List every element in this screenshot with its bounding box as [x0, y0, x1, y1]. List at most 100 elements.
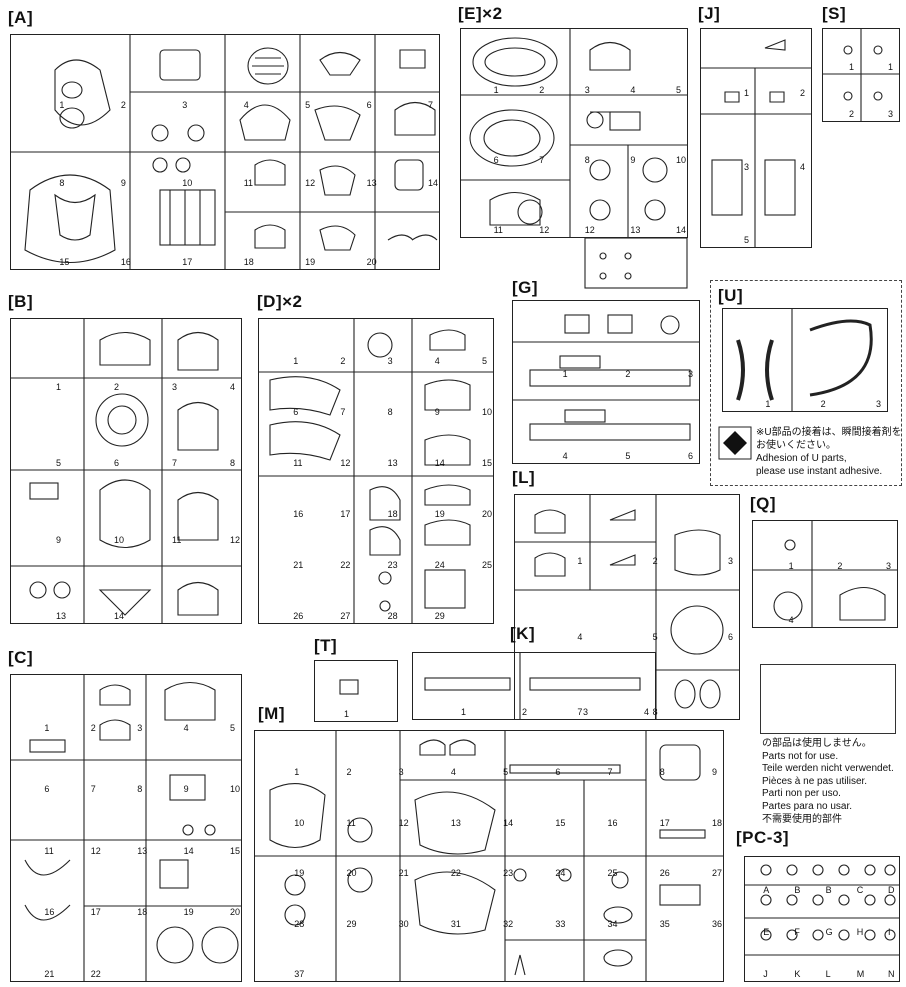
sprue-frame-k	[412, 652, 656, 720]
part-number: F	[794, 927, 800, 937]
part-number: 12	[584, 225, 595, 235]
sprue-frame-b	[10, 318, 242, 624]
part-number: 11	[172, 534, 182, 545]
part-number: 33	[555, 918, 566, 929]
part-number: J	[763, 969, 768, 979]
part-number: 4	[788, 615, 794, 625]
part-number: 28	[387, 611, 398, 621]
part-number: 13	[56, 611, 67, 621]
part-number: 25	[607, 868, 618, 879]
part-number: 8	[59, 178, 65, 189]
part-number: 5	[744, 235, 750, 245]
part-number: 19	[434, 509, 445, 519]
part-number: 36	[712, 918, 723, 929]
part-number: 2	[849, 109, 855, 119]
part-number: 2	[837, 561, 843, 571]
part-number: 20	[366, 257, 377, 267]
part-number: 10	[294, 817, 305, 828]
part-number: 6	[688, 451, 694, 461]
part-number: 17	[659, 817, 670, 828]
part-number: 6	[555, 767, 561, 778]
part-number: 25	[482, 560, 493, 570]
part-number: 12	[340, 458, 351, 468]
part-number: 4	[183, 722, 189, 733]
legend-line: Parti non per uso.	[762, 788, 841, 800]
part-number: 6	[366, 99, 372, 110]
not-used-legend: の部品は使用しません。 Parts not for use. Teile wer…	[762, 738, 902, 826]
part-number: 8	[230, 458, 236, 468]
part-number: 20	[230, 907, 241, 918]
part-number: 27	[340, 611, 351, 621]
part-number: 2	[820, 399, 826, 409]
part-number: 14	[676, 225, 687, 235]
part-number: 26	[659, 868, 670, 879]
sprue-label-d: [D]×2	[257, 292, 303, 311]
part-number: 1	[59, 99, 65, 110]
sprue-label-j: [J]	[698, 4, 721, 23]
part-number: H	[856, 927, 864, 937]
part-number: 16	[120, 257, 131, 267]
sprue-label-m: [M]	[258, 704, 285, 723]
part-number: A	[763, 885, 770, 895]
part-number: 3	[744, 161, 750, 172]
part-number: 2	[625, 369, 631, 379]
part-number: 11	[293, 458, 303, 468]
part-number: 12	[90, 845, 101, 856]
part-number: 1	[56, 381, 62, 392]
part-number: 1	[461, 707, 467, 717]
u-note-text: ※U部品の接着は、瞬間接着剤を お使いください。 Adhesion of U p…	[756, 426, 902, 478]
sprue-label-e: [E]×2	[458, 4, 503, 23]
part-number: M	[856, 969, 865, 979]
sprue-label-t: [T]	[314, 636, 338, 655]
part-number: 15	[59, 257, 70, 267]
part-number: K	[794, 969, 801, 979]
part-number: 3	[398, 767, 404, 778]
part-number: 1	[44, 722, 50, 733]
part-number: 8	[584, 155, 590, 165]
part-number: D	[888, 885, 895, 895]
part-number: 3	[688, 369, 694, 379]
part-number: 13	[450, 817, 461, 828]
part-number: 21	[44, 969, 55, 979]
part-number: N	[888, 969, 895, 979]
part-number: 2	[114, 381, 120, 392]
sprue-frame-s	[822, 28, 900, 122]
part-number: 7	[172, 458, 178, 468]
part-number: 11	[44, 845, 54, 856]
part-number: 2	[346, 767, 352, 778]
part-number: 12	[398, 817, 409, 828]
part-number: 18	[243, 257, 254, 267]
sprue-label-pc3: [PC-3]	[736, 828, 790, 847]
part-number: 5	[230, 722, 236, 733]
part-number: 1	[293, 356, 299, 366]
part-number: 4	[562, 451, 568, 461]
part-number: 10	[114, 534, 125, 545]
part-number: 1	[765, 399, 771, 409]
u-note-en: Adhesion of U parts,	[756, 453, 847, 464]
part-number: 28	[294, 918, 305, 929]
sprue-label-k: [K]	[510, 624, 536, 643]
part-number: 13	[630, 225, 641, 235]
part-number: 17	[90, 907, 101, 918]
part-number: 5	[56, 458, 62, 468]
sprue-label-q: [Q]	[750, 494, 777, 513]
part-number: 23	[387, 560, 398, 570]
part-number: 3	[584, 85, 590, 95]
part-number: 34	[607, 918, 618, 929]
part-number: 35	[659, 918, 670, 929]
part-number: 15	[230, 845, 241, 856]
part-number: 9	[434, 407, 440, 417]
part-number: 3	[172, 381, 178, 392]
not-used-swatch	[760, 664, 896, 734]
part-number: 1	[344, 709, 350, 719]
part-number: L	[825, 969, 831, 979]
part-number: 14	[434, 458, 445, 468]
sprue-frame-c	[10, 674, 242, 982]
part-number: 8	[659, 767, 665, 778]
part-number: 3	[876, 399, 882, 409]
part-number: 22	[90, 969, 101, 979]
part-number: 1	[294, 767, 300, 778]
part-number: 10	[230, 784, 241, 795]
part-number: 16	[293, 509, 304, 519]
part-number: 18	[137, 907, 148, 918]
